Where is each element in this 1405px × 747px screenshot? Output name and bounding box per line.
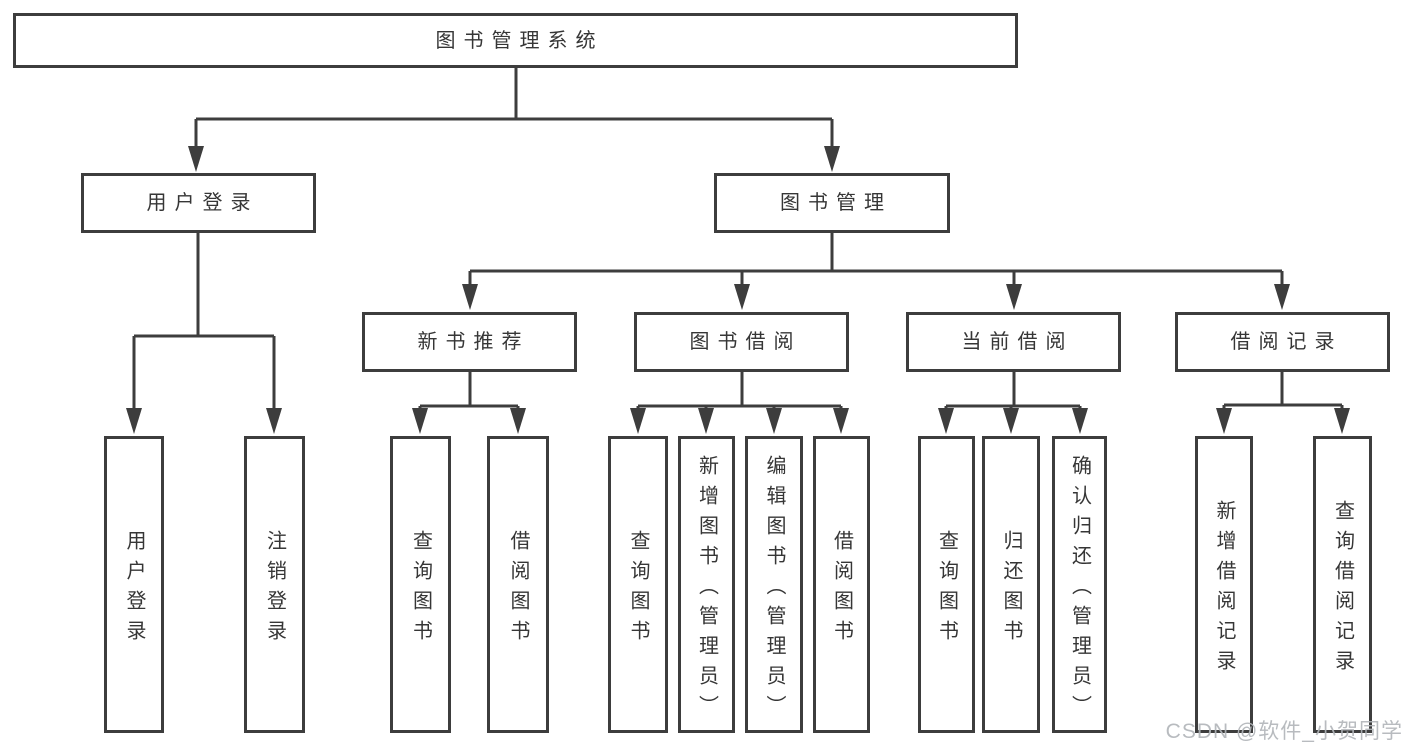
leaf-borrow-query-books-label: 查询图书 — [627, 529, 649, 650]
leaf-return-books: 归还图书 — [982, 436, 1040, 733]
leaf-logout-label: 注销登录 — [263, 529, 286, 650]
leaf-confirm-return-admin: 确认归还（管理员） — [1052, 436, 1107, 733]
leaf-newbook-borrow-books-label: 借阅图书 — [507, 529, 529, 650]
leaf-logout: 注销登录 — [244, 436, 305, 733]
leaf-confirm-return-admin-label: 确认归还（管理员） — [1068, 454, 1091, 725]
leaf-current-query-books-label: 查询图书 — [935, 529, 958, 650]
node-root: 图书管理系统 — [13, 13, 1018, 68]
leaf-current-query-books: 查询图书 — [918, 436, 975, 733]
node-user-login: 用户登录 — [81, 173, 316, 233]
leaf-add-books-admin: 新增图书（管理员） — [678, 436, 735, 733]
node-new-book-recommend-label: 新书推荐 — [417, 331, 530, 353]
leaf-query-borrow-record-label: 查询借阅记录 — [1331, 499, 1354, 680]
leaf-add-books-admin-label: 新增图书（管理员） — [695, 454, 718, 725]
leaf-user-login: 用户登录 — [104, 436, 164, 733]
node-borrow-records: 借阅记录 — [1175, 312, 1390, 372]
arrowheads — [126, 146, 1350, 434]
csdn-watermark: CSDN @软件_小贺同学 — [1165, 720, 1403, 743]
node-borrow-records-label: 借阅记录 — [1230, 331, 1343, 353]
leaf-newbook-query-books-label: 查询图书 — [409, 529, 432, 650]
leaf-borrow-books-label: 借阅图书 — [830, 529, 853, 650]
leaf-edit-books-admin: 编辑图书（管理员） — [745, 436, 803, 733]
leaf-borrow-query-books: 查询图书 — [608, 436, 668, 733]
leaf-newbook-query-books: 查询图书 — [390, 436, 451, 733]
node-user-login-label: 用户登录 — [146, 192, 259, 214]
leaf-return-books-label: 归还图书 — [1000, 529, 1022, 650]
leaf-query-borrow-record: 查询借阅记录 — [1313, 436, 1372, 733]
leaf-edit-books-admin-label: 编辑图书（管理员） — [763, 454, 785, 725]
node-current-borrow-label: 当前借阅 — [961, 331, 1074, 353]
node-current-borrow: 当前借阅 — [906, 312, 1121, 372]
node-book-management: 图书管理 — [714, 173, 950, 233]
leaf-borrow-books: 借阅图书 — [813, 436, 870, 733]
node-root-label: 图书管理系统 — [435, 29, 604, 52]
leaf-newbook-borrow-books: 借阅图书 — [487, 436, 549, 733]
node-book-management-label: 图书管理 — [780, 192, 892, 214]
leaf-add-borrow-record: 新增借阅记录 — [1195, 436, 1253, 733]
leaf-user-login-label: 用户登录 — [123, 529, 145, 650]
node-book-borrow: 图书借阅 — [634, 312, 849, 372]
node-new-book-recommend: 新书推荐 — [362, 312, 577, 372]
node-book-borrow-label: 图书借阅 — [689, 331, 802, 353]
leaf-add-borrow-record-label: 新增借阅记录 — [1213, 499, 1235, 680]
